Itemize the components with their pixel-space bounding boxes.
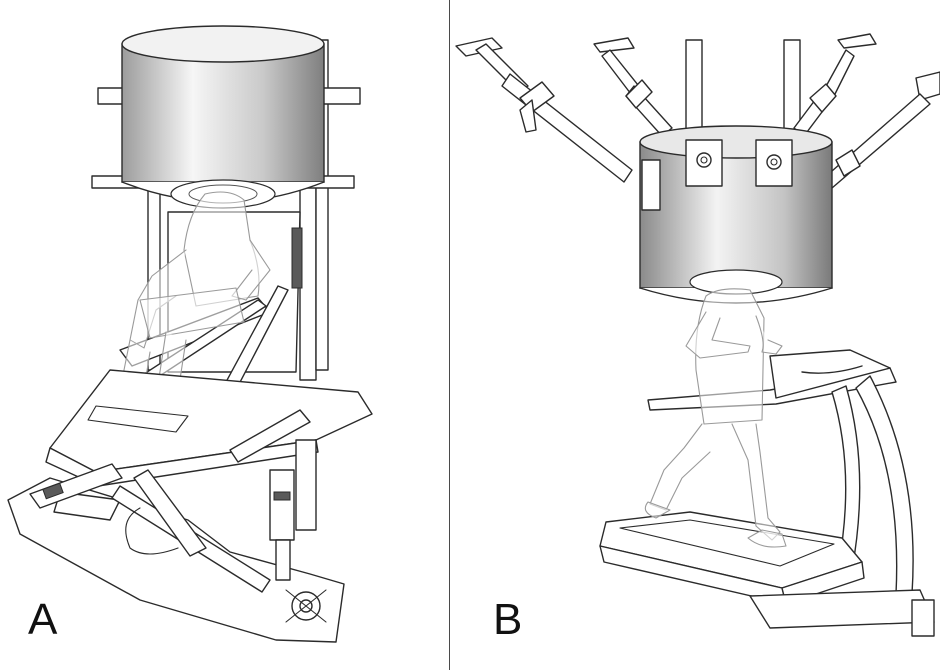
- actuator-4: [229, 409, 317, 531]
- panel-b: B: [450, 0, 940, 670]
- motion-platform-deck: [45, 369, 373, 487]
- ceiling-mount-1: [455, 37, 633, 183]
- panel-label-b: B: [493, 595, 523, 644]
- magnet-bore-cylinder: [121, 25, 325, 209]
- ceiling-mount-2: [593, 37, 673, 137]
- ceiling-mount-4: [823, 71, 940, 189]
- suspension-rig: [455, 33, 940, 189]
- actuator-2: [111, 469, 271, 593]
- treadmill-base-frame: [749, 589, 935, 629]
- mount-bracket-left: [685, 139, 723, 187]
- actuator-joint-bottom: [285, 589, 327, 623]
- ceiling-mount-3: [793, 33, 877, 137]
- treadmill-console: [769, 349, 891, 399]
- magnet-bore-cylinder: [639, 125, 833, 304]
- mount-bracket-side: [641, 159, 661, 211]
- treadmill-upright-front: [855, 375, 914, 595]
- panel-label-a: A: [28, 595, 58, 644]
- actuator-1: [29, 463, 123, 509]
- actuator-3: [269, 469, 295, 581]
- hexapod-base: [7, 409, 345, 643]
- mount-bracket-right: [755, 139, 793, 187]
- walking-subject: [644, 288, 787, 548]
- treadmill: [599, 349, 935, 637]
- panel-a: A: [0, 0, 449, 670]
- treadmill-foot: [911, 599, 935, 637]
- seated-motion-platform-illustration: [7, 25, 373, 643]
- panel-divider: [449, 0, 450, 670]
- suspended-magnet-treadmill-illustration: [455, 33, 940, 637]
- chair-control-panel: [291, 227, 303, 289]
